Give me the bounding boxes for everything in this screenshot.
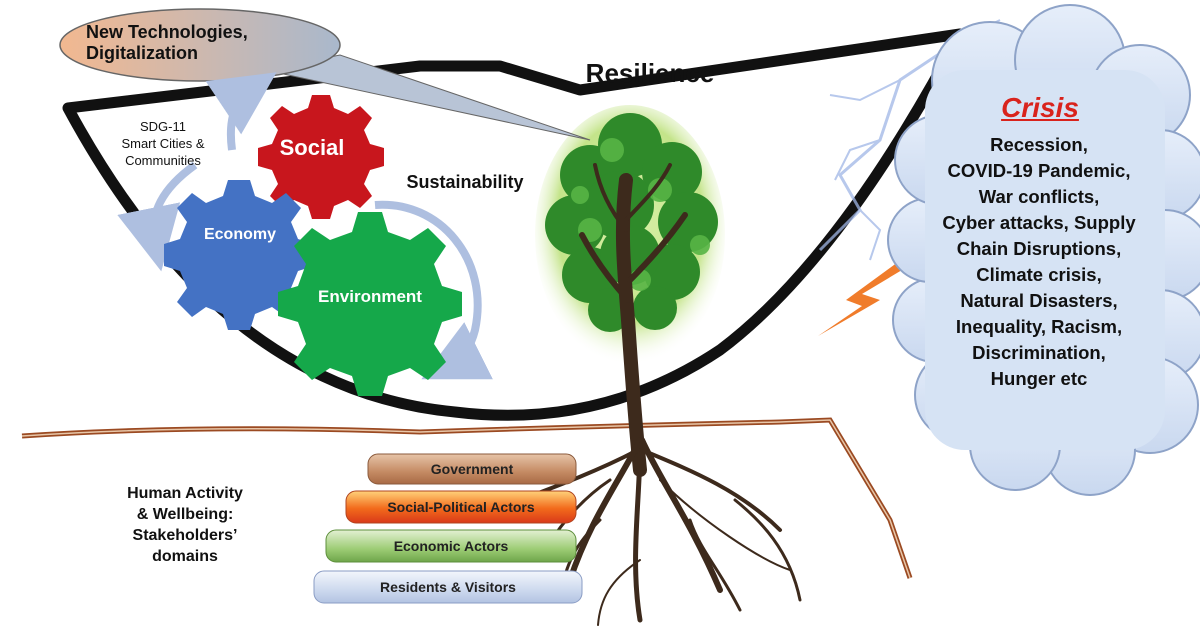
sdg-label: SDG-11 Smart Cities & Communities bbox=[103, 118, 223, 169]
sustainability-label: Sustainability bbox=[406, 172, 524, 192]
sdg-line-2: Smart Cities & bbox=[121, 136, 205, 151]
social-gear-label: Social bbox=[279, 135, 345, 160]
crisis-item: Inequality, Racism, bbox=[955, 316, 1123, 337]
economy-gear-icon bbox=[164, 180, 314, 330]
stakeholder-slabs bbox=[313, 453, 583, 604]
stakeholder-economic: Economic Actors bbox=[393, 538, 509, 554]
crisis-item: COVID-19 Pandemic, bbox=[947, 160, 1131, 181]
bubble-line-2: Digitalization bbox=[86, 43, 198, 63]
crisis-item: Chain Disruptions, bbox=[956, 238, 1122, 259]
crisis-item: Discrimination, bbox=[972, 342, 1106, 363]
human-line-2: & Wellbeing: bbox=[136, 506, 234, 523]
resilience-label: Resilience bbox=[585, 58, 715, 88]
crisis-item: Natural Disasters, bbox=[960, 290, 1118, 311]
crisis-list: Recession, COVID-19 Pandemic, War confli… bbox=[905, 132, 1173, 392]
crisis-item: War conflicts, bbox=[978, 186, 1100, 207]
crisis-cloud-core bbox=[925, 70, 1165, 450]
tree-trunk bbox=[579, 163, 688, 477]
social-gear-icon bbox=[258, 95, 384, 219]
human-line-1: Human Activity bbox=[127, 485, 243, 502]
cycle-arrow-right bbox=[374, 200, 493, 380]
lightning-bolt-icon bbox=[818, 262, 902, 336]
crisis-item: Climate crisis, bbox=[976, 264, 1102, 285]
human-activity-label: Human Activity & Wellbeing: Stakeholders… bbox=[95, 483, 275, 567]
ground-line-inner bbox=[21, 419, 911, 579]
speech-bubble bbox=[59, 8, 341, 82]
crisis-item: Hunger etc bbox=[990, 368, 1088, 389]
cycle-arrow-left bbox=[117, 161, 198, 272]
human-line-3: Stakeholders’ bbox=[132, 527, 238, 544]
sdg-line-1: SDG-11 bbox=[140, 119, 186, 134]
environment-gear-icon bbox=[278, 212, 462, 396]
environment-gear-label: Environment bbox=[318, 287, 422, 306]
human-line-4: domains bbox=[152, 548, 218, 565]
stakeholder-residents: Residents & Visitors bbox=[380, 579, 516, 595]
stakeholder-government: Government bbox=[430, 461, 514, 477]
lightning-streaks bbox=[818, 19, 1001, 261]
crisis-item: Cyber attacks, Supply bbox=[942, 212, 1136, 233]
sdg-line-3: Communities bbox=[125, 153, 201, 168]
crisis-title: Crisis bbox=[1001, 92, 1079, 123]
crisis-item: Recession, bbox=[990, 134, 1088, 155]
bubble-label: New Technologies, Digitalization bbox=[86, 22, 326, 64]
economy-gear-label: Economy bbox=[203, 226, 276, 243]
bubble-line-1: New Technologies, bbox=[86, 22, 248, 42]
cycle-arrow-top bbox=[205, 72, 277, 151]
stakeholder-social-political: Social-Political Actors bbox=[387, 499, 535, 515]
